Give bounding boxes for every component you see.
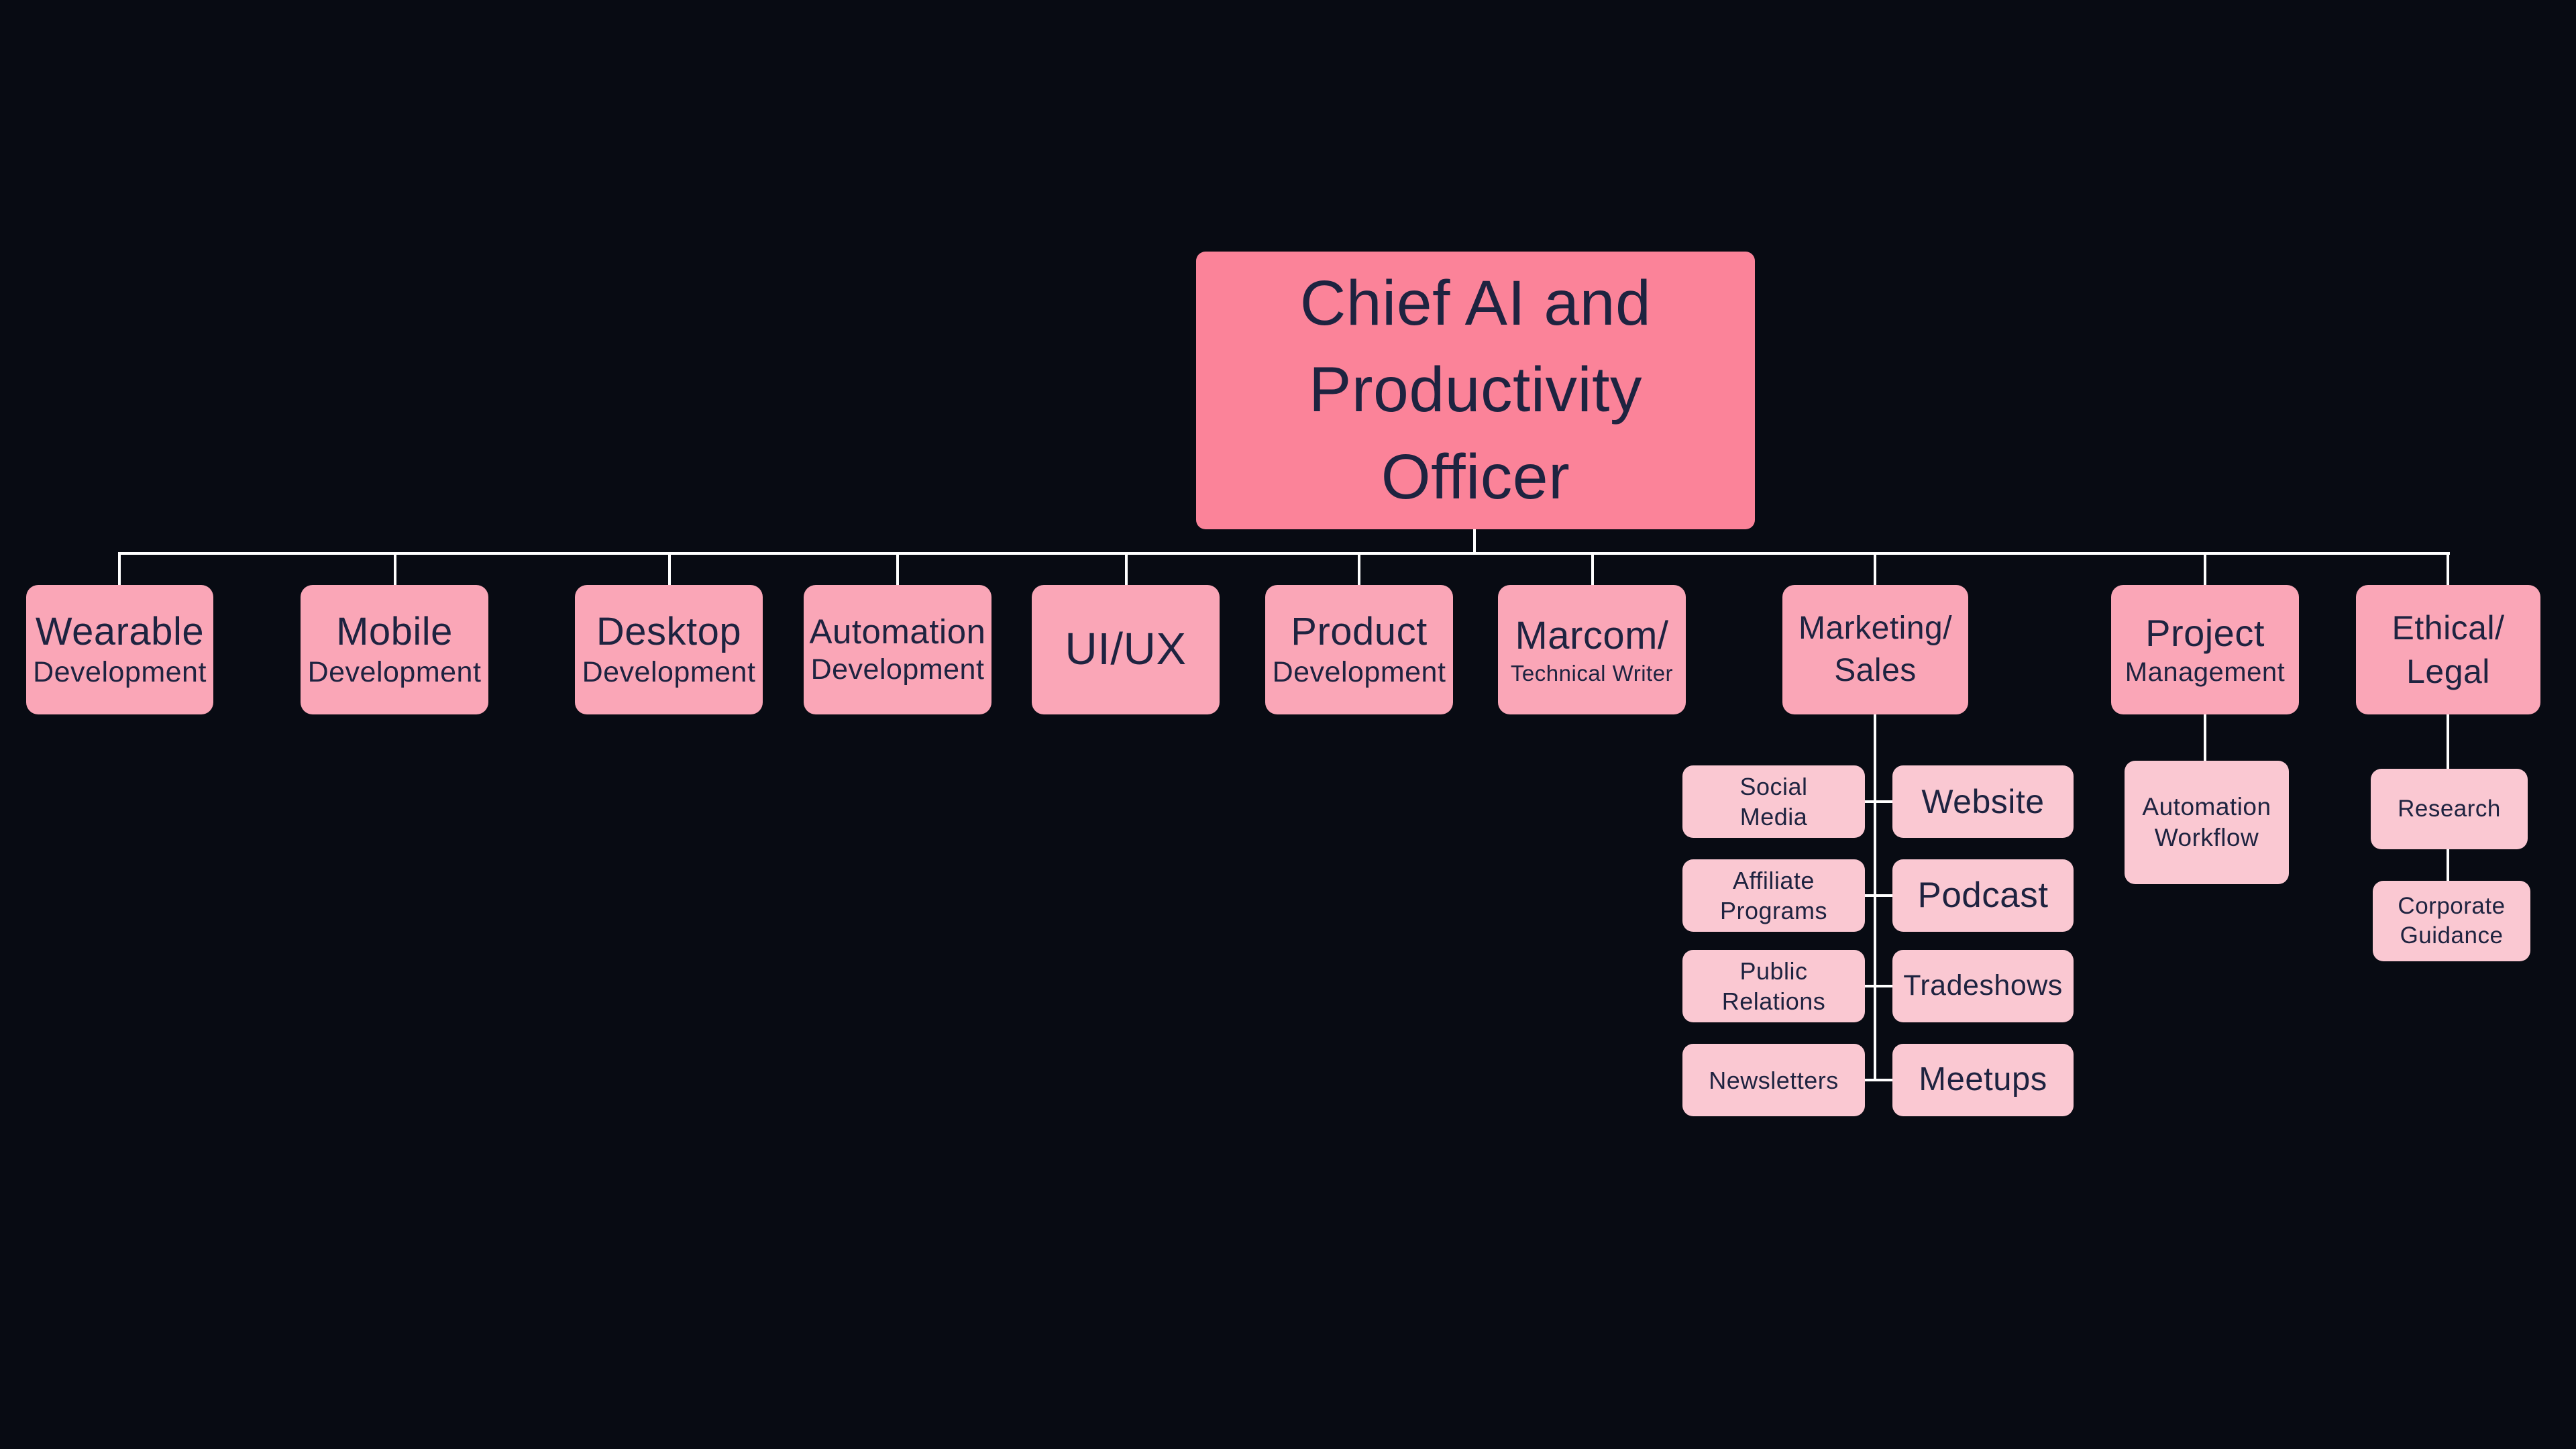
node-newsletters: Newsletters [1682, 1044, 1865, 1116]
node-title: Marcom/ [1515, 614, 1669, 658]
node-title: Product [1291, 609, 1428, 653]
node-marcom-technical-writer: Marcom/ Technical Writer [1498, 585, 1686, 714]
node-title: Desktop [596, 609, 742, 653]
node-label: Website [1921, 782, 2045, 820]
root-title-line1: Chief AI and [1299, 268, 1652, 339]
node-ui-ux: UI/UX [1032, 585, 1220, 714]
node-label-line1: Public [1739, 957, 1808, 985]
node-subtitle: Development [582, 656, 756, 689]
node-label-line2: Relations [1721, 987, 1826, 1015]
node-desktop-development: Desktop Development [575, 585, 763, 714]
node-label: Tradeshows [1903, 969, 2063, 1002]
node-label-line2: Programs [1719, 897, 1828, 924]
node-project-management: Project Management [2111, 585, 2299, 714]
connector-drop-automation [896, 552, 899, 585]
node-wearable-development: Wearable Development [26, 585, 213, 714]
connector-ethical-trunk [2447, 714, 2449, 769]
node-title: Ethical/ [2392, 608, 2505, 647]
node-research: Research [2371, 769, 2528, 849]
node-meetups: Meetups [1892, 1044, 2074, 1116]
connector-root-drop [1473, 529, 1476, 555]
node-title: Mobile [336, 609, 453, 653]
connector-drop-mobile [394, 552, 396, 585]
node-title: Wearable [35, 609, 205, 653]
node-podcast: Podcast [1892, 859, 2074, 932]
connector-marketing-row3 [1858, 985, 1896, 987]
node-ethical-legal: Ethical/ Legal [2356, 585, 2540, 714]
connector-drop-uiux [1125, 552, 1128, 585]
node-label: Newsletters [1709, 1066, 1839, 1094]
node-label-line2: Workflow [2154, 824, 2259, 851]
node-subtitle: Development [33, 656, 207, 689]
node-website: Website [1892, 765, 2074, 838]
connector-marketing-row1 [1858, 800, 1896, 803]
root-title-line3: Officer [1381, 441, 1570, 513]
node-automation-development: Automation Development [804, 585, 991, 714]
node-subtitle: Sales [1834, 652, 1917, 688]
node-title: Automation [809, 612, 986, 651]
connector-drop-marketing [1874, 552, 1876, 585]
connector-marketing-trunk [1874, 714, 1876, 1080]
node-product-development: Product Development [1265, 585, 1453, 714]
connector-main-horizontal [118, 552, 2450, 555]
node-title: Project [2145, 611, 2265, 654]
node-title: UI/UX [1065, 624, 1187, 675]
root-title-line2: Productivity [1308, 354, 1642, 426]
connector-marketing-row4 [1858, 1079, 1896, 1081]
connector-drop-ethical [2447, 552, 2449, 585]
connector-drop-wearable [118, 552, 121, 585]
node-subtitle: Management [2125, 657, 2286, 688]
node-subtitle: Legal [2406, 652, 2490, 690]
node-label-line2: Media [1739, 803, 1808, 830]
node-label-line1: Automation [2142, 792, 2271, 820]
connector-drop-marcom [1591, 552, 1594, 585]
connector-research-to-corporate [2447, 849, 2449, 881]
node-label-line1: Affiliate [1733, 867, 1815, 894]
node-social-media: Social Media [1682, 765, 1865, 838]
node-label-line1: Corporate [2398, 893, 2506, 920]
node-public-relations: Public Relations [1682, 950, 1865, 1022]
node-subtitle: Development [1272, 656, 1446, 689]
node-marketing-sales: Marketing/ Sales [1782, 585, 1968, 714]
node-label-line1: Social [1739, 773, 1808, 800]
node-subtitle: Development [810, 653, 985, 686]
node-label: Meetups [1919, 1061, 2047, 1098]
node-subtitle: Technical Writer [1510, 660, 1674, 686]
connector-drop-product [1358, 552, 1360, 585]
node-title: Marketing/ [1798, 610, 1953, 647]
node-label: Podcast [1917, 875, 2049, 915]
node-subtitle: Development [307, 656, 482, 689]
connector-project-trunk [2204, 714, 2206, 761]
connector-drop-project [2204, 552, 2206, 585]
connector-drop-desktop [668, 552, 671, 585]
connector-marketing-row2 [1858, 894, 1896, 897]
node-chief-ai-and-productivity-officer: Chief AI and Productivity Officer [1196, 252, 1755, 529]
node-label: Research [2398, 796, 2501, 822]
node-label-line2: Guidance [2400, 922, 2504, 949]
node-mobile-development: Mobile Development [301, 585, 488, 714]
node-corporate-guidance: Corporate Guidance [2373, 881, 2530, 961]
node-tradeshows: Tradeshows [1892, 950, 2074, 1022]
node-automation-workflow: Automation Workflow [2125, 761, 2289, 884]
node-affiliate-programs: Affiliate Programs [1682, 859, 1865, 932]
